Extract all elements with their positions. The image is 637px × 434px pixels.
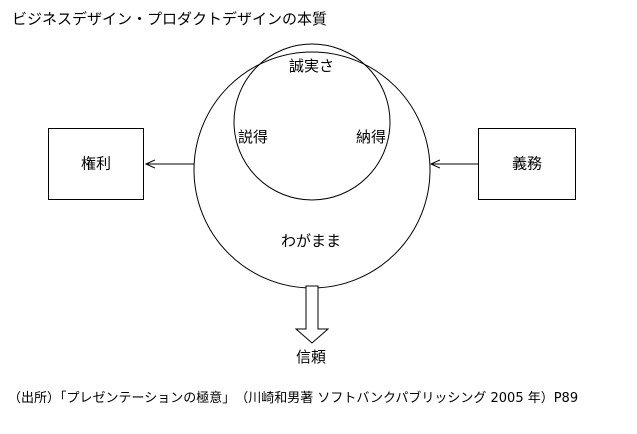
inner-circle xyxy=(233,43,391,201)
sincerity-label: 誠実さ xyxy=(289,57,335,75)
persuasion-label: 説得 xyxy=(238,128,269,146)
obligation-label: 義務 xyxy=(511,154,542,173)
source-caption: （出所）「プレゼンテーションの極意」 （川崎和男著 ソフトバンクパブリッシング … xyxy=(8,391,579,406)
acceptance-label: 納得 xyxy=(356,128,387,146)
double-arrow-down xyxy=(294,285,330,344)
diagram-title: ビジネスデザイン・プロダクトデザインの本質 xyxy=(12,10,328,28)
rights-box: 権利 xyxy=(48,128,144,200)
rights-label: 権利 xyxy=(80,154,111,173)
obligation-box: 義務 xyxy=(478,128,576,200)
selfishness-label: わがまま xyxy=(281,232,342,250)
trust-label: 信頼 xyxy=(296,348,327,366)
outer-circle xyxy=(193,51,431,289)
